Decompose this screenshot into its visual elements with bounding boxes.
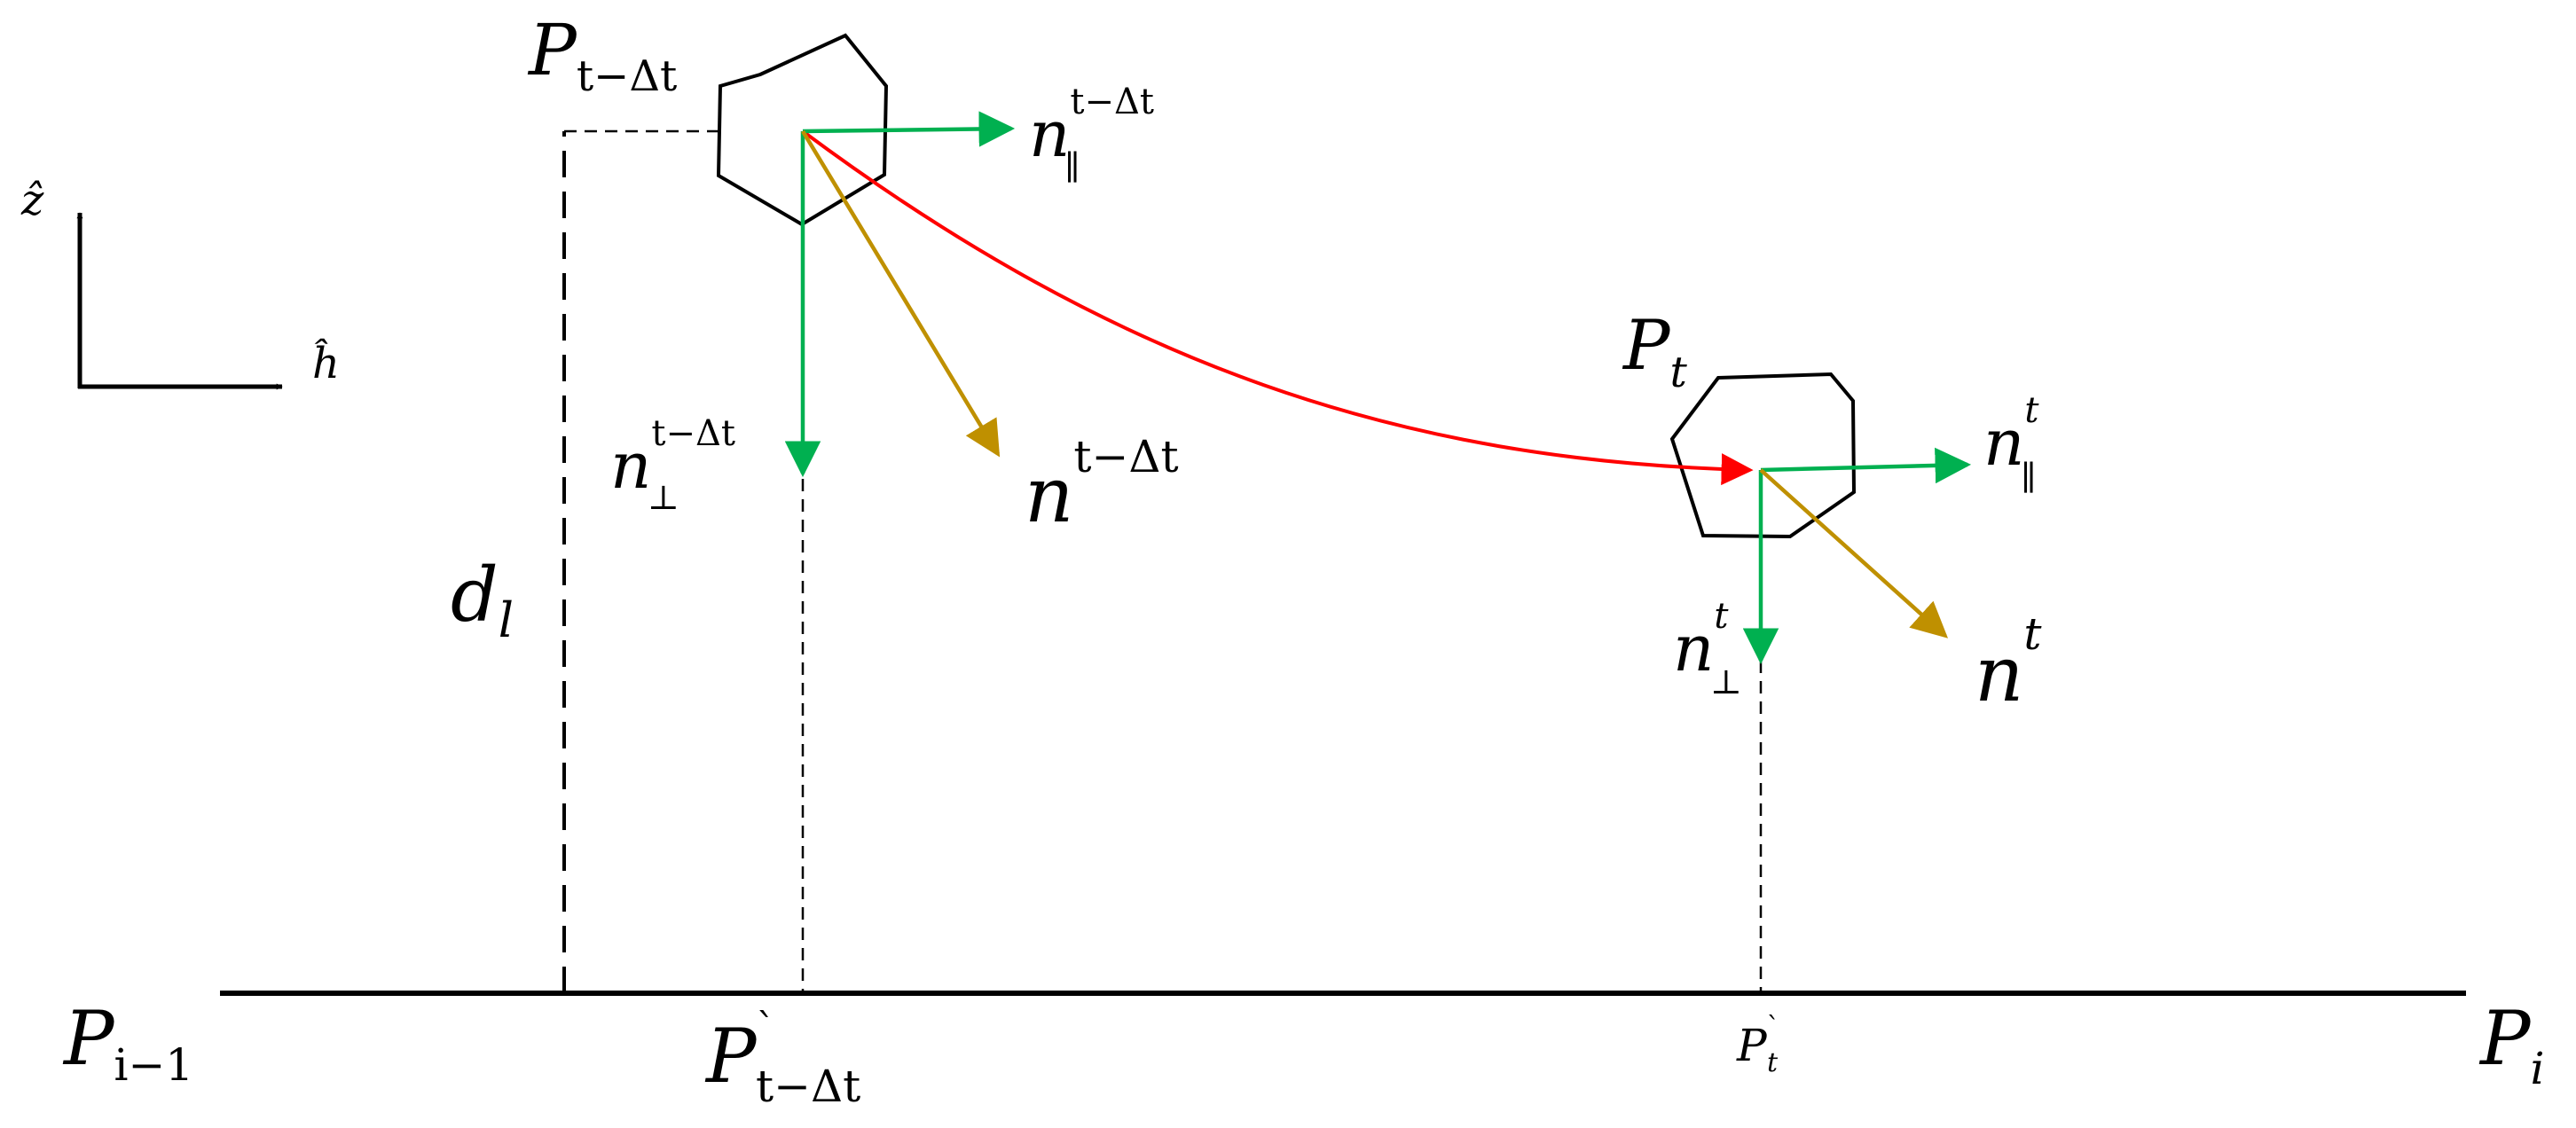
axis-indicator: ẑ ĥ <box>20 176 340 390</box>
label-parallel-curr: nt∥ <box>1983 390 2039 497</box>
label-point-i: Pi <box>2478 995 2545 1094</box>
normal-vector-curr <box>1759 468 1949 638</box>
label-parallel-prev: nt−Δt∥ <box>1029 82 1154 187</box>
normal-vector-prev <box>801 129 1001 458</box>
label-projection-curr: P`t <box>1736 1012 1780 1078</box>
trajectory-arrow <box>801 129 1754 486</box>
parallel-vector-curr <box>1760 447 1972 484</box>
label-perpendicular-prev: nt−Δt⊥ <box>610 413 735 517</box>
label-normal-prev: nt−Δt <box>1025 431 1179 540</box>
h-axis-label: ĥ <box>312 338 340 388</box>
label-projection-prev: P`t−Δt <box>704 1006 860 1112</box>
label-perpendicular-curr: nt⊥ <box>1673 596 1742 701</box>
label-point-i-minus-1: Pi−1 <box>62 995 193 1091</box>
z-axis-label: ẑ <box>20 176 44 225</box>
label-particle-prev: Pt−Δt <box>527 9 677 101</box>
label-distance: dl <box>451 552 514 648</box>
particle-hexagon-curr <box>1669 372 1857 539</box>
label-particle-curr: Pt <box>1622 306 1687 397</box>
distance-guides <box>562 129 1763 993</box>
label-normal-curr: nt <box>1975 608 2042 719</box>
parallel-vector-prev <box>802 111 1016 147</box>
